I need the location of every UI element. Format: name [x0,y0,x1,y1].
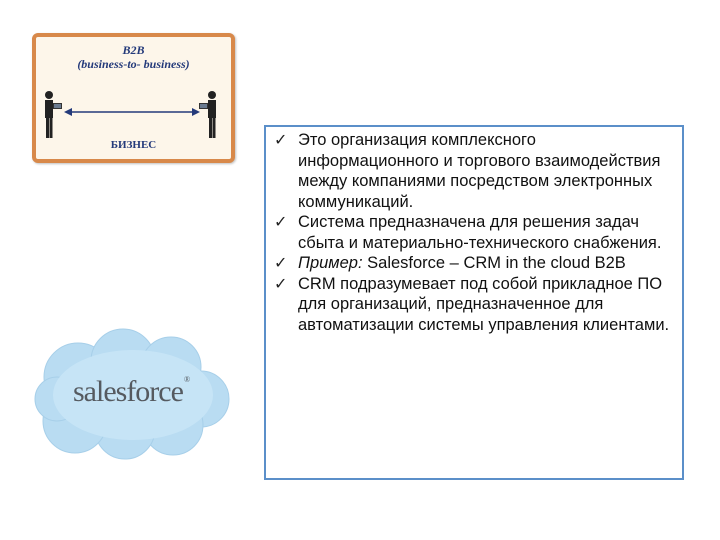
checkmark-icon: ✓ [274,253,288,272]
b2b-diagram-title: B2B (business-to- business) [36,43,231,71]
registered-mark: ® [183,375,190,384]
checkmark-icon: ✓ [274,212,288,231]
bullet-item: ✓ Пример: Salesforce – CRM in the cloud … [272,253,672,274]
bidirectional-arrow-icon [64,108,200,116]
b2b-title-line1: B2B [122,43,145,57]
bullet-item: ✓ CRM подразумевает под собой прикладное… [272,274,672,336]
cloud-icon [34,328,230,460]
left-person-icon [45,91,62,138]
bullet-item: ✓ Это организация комплексного информаци… [272,130,672,212]
bullet-list: ✓ Это организация комплексного информаци… [272,130,672,335]
text-box: ✓ Это организация комплексного информаци… [264,125,684,480]
checkmark-icon: ✓ [274,273,288,293]
checkmark-icon: ✓ [274,130,288,149]
bullet-text: Salesforce – CRM in the cloud B2B [362,254,626,272]
b2b-figures [45,91,216,138]
salesforce-wordmark: salesforce® [73,375,190,409]
b2b-title-line2: (business-to- business) [77,57,190,71]
bullet-text: Это организация комплексного информацион… [298,131,661,211]
bullet-item: ✓ Система предназначена для решения зада… [272,212,672,253]
bullet-text: CRM подразумевает под собой прикладное П… [298,274,670,334]
right-person-icon [199,91,216,138]
bullet-text: Система предназначена для решения задач … [298,213,662,252]
salesforce-text: salesforce [73,375,184,408]
bullet-prefix: Пример: [298,254,363,272]
b2b-diagram-label: БИЗНЕС [110,139,157,151]
b2b-diagram: B2B (business-to- business) БИЗНЕС [32,33,235,163]
salesforce-logo: salesforce® [33,325,233,461]
